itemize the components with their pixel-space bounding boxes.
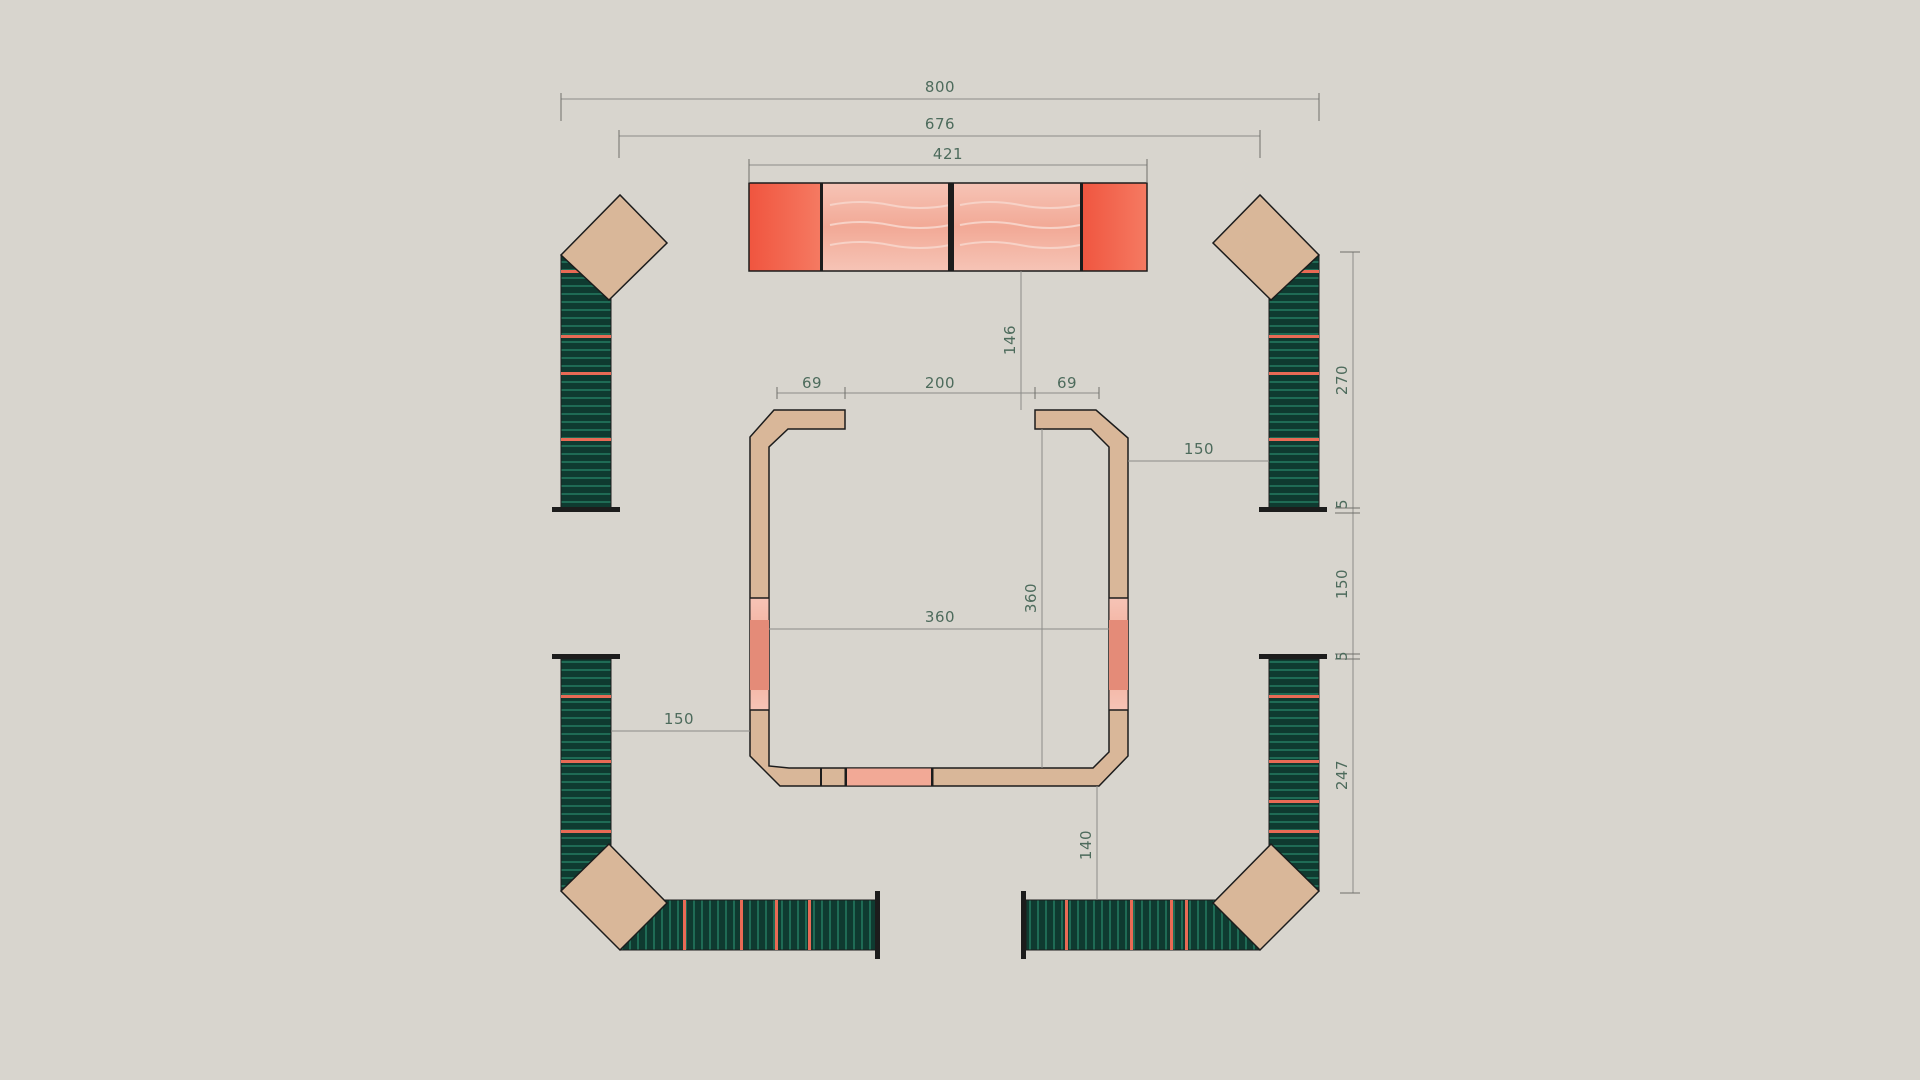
bottom-left-arm-red-band	[561, 695, 611, 698]
bottom-right-arm-red-band	[1269, 800, 1319, 803]
bottom-right-arm-red-band	[1130, 900, 1133, 950]
dim-overall-width: 800	[925, 78, 955, 96]
dim-inner-width: 676	[925, 115, 955, 133]
top-screen-divider	[948, 183, 954, 271]
bottom-right-arm-tan-corner	[1211, 842, 1321, 952]
top-left-arm-red-band	[561, 438, 611, 441]
top-right-arm-red-band	[1269, 372, 1319, 375]
top-left-arm-red-band	[561, 372, 611, 375]
bottom-left-arm-foot-right	[875, 891, 880, 959]
bottom-left-arm	[552, 654, 880, 959]
bottom-left-arm-red-band	[775, 900, 778, 950]
dim-frame-inner-height: 360	[1022, 583, 1040, 613]
top-left-arm	[552, 193, 669, 512]
top-right-arm-tan-corner	[1211, 193, 1321, 302]
bottom-right-arm-red-band	[1269, 760, 1319, 763]
dimension-annotations: 800 676 421 146 69 200 69 150 27	[560, 78, 1360, 900]
central-frame	[749, 409, 1129, 787]
bottom-left-arm-red-band	[683, 900, 686, 950]
top-screen-right-section	[1081, 183, 1147, 271]
top-screen-wave-texture	[829, 201, 1081, 249]
bottom-left-arm-foot-top	[552, 654, 620, 659]
dim-opening-center: 200	[925, 374, 955, 392]
dim-right-upper-gap: 5	[1333, 499, 1351, 509]
dim-top-screen-width: 421	[933, 145, 963, 163]
central-frame-panel	[749, 409, 1129, 787]
dim-opening-left: 69	[802, 374, 822, 392]
bottom-left-arm-red-band	[740, 900, 743, 950]
central-frame-bottom-divider	[845, 768, 847, 786]
bottom-right-arm-red-band	[1170, 900, 1173, 950]
dim-left-offset: 150	[664, 710, 694, 728]
bottom-right-arm-red-band	[1185, 900, 1188, 950]
top-left-arm-green-panel	[560, 254, 612, 509]
dim-right-middle-gap: 150	[1333, 569, 1351, 599]
bottom-left-arm-red-band	[808, 900, 811, 950]
dim-right-lower-gap: 5	[1333, 651, 1351, 661]
bottom-right-arm-red-band	[1269, 830, 1319, 833]
top-screen-outline	[748, 182, 1148, 272]
top-left-arm-red-band	[561, 335, 611, 338]
bottom-left-arm-green-horizontal	[619, 899, 878, 951]
top-left-arm-foot	[552, 507, 620, 512]
central-frame-bottom-divider	[931, 768, 933, 786]
bottom-left-arm-tan-corner	[559, 842, 669, 952]
bottom-right-arm-red-band	[1065, 900, 1068, 950]
central-frame-bottom-divider	[820, 768, 822, 786]
bottom-right-arm	[1021, 654, 1327, 959]
top-screen-divider	[1080, 183, 1083, 271]
bottom-left-arm-red-band	[561, 760, 611, 763]
central-frame-bottom-pink-insert	[844, 767, 934, 787]
top-left-arm-tan-corner	[559, 193, 669, 302]
bottom-left-arm-red-band	[561, 830, 611, 833]
top-screen-left-section	[749, 183, 821, 271]
top-right-arm-foot	[1259, 507, 1327, 512]
dim-frame-inner-width: 360	[925, 608, 955, 626]
bottom-right-arm-red-band	[1269, 695, 1319, 698]
bottom-right-arm-foot-left	[1021, 891, 1026, 959]
top-right-arm-red-band	[1269, 438, 1319, 441]
dim-bottom-gap: 140	[1077, 830, 1095, 860]
top-right-arm	[1211, 193, 1327, 512]
top-screen	[748, 182, 1148, 272]
bottom-right-arm-foot-top	[1259, 654, 1327, 659]
dim-right-lower-height: 247	[1333, 760, 1351, 790]
top-screen-divider	[820, 183, 823, 271]
dim-right-offset: 150	[1184, 440, 1214, 458]
dim-opening-right: 69	[1057, 374, 1077, 392]
top-right-arm-red-band	[1269, 335, 1319, 338]
central-frame-right-pink-shade	[1109, 620, 1128, 690]
central-frame-left-pink-shade	[750, 620, 769, 690]
dim-right-upper-height: 270	[1333, 365, 1351, 395]
dim-top-screen-gap: 146	[1001, 325, 1019, 355]
